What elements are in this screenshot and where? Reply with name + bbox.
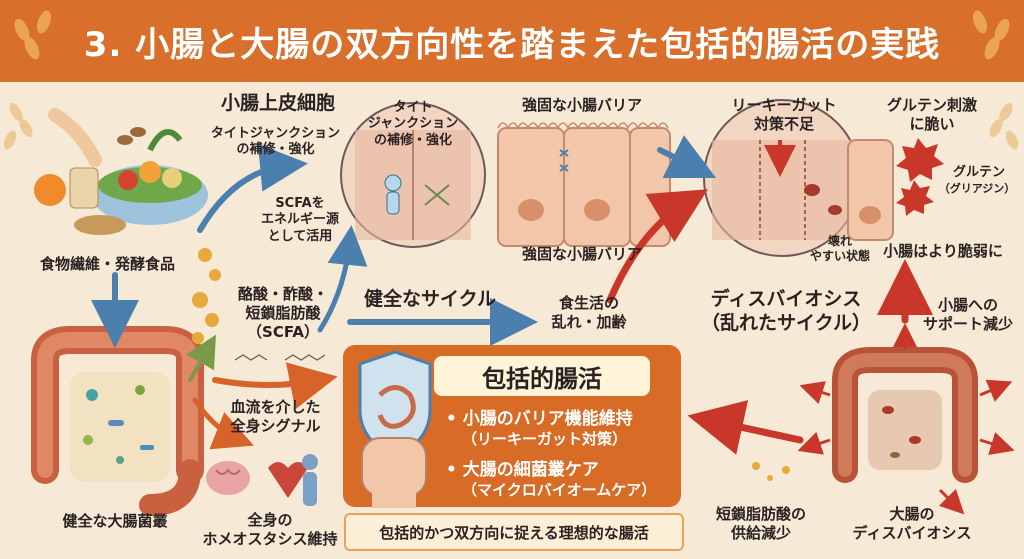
- tight-junction-zoom: [340, 102, 486, 248]
- strong-barrier-label-bottom: 強固な小腸バリア: [521, 245, 642, 263]
- bullet-barrier-function: • 小腸のバリア機能維持: [446, 409, 633, 429]
- blood-signal-label: 血流を介した 全身シグナル: [230, 398, 321, 435]
- fragile-cells: [847, 139, 894, 241]
- bullet-microbiome-care-sub: （マイクロバイオームケア）: [462, 481, 657, 499]
- gluten-label: グルテン: [952, 165, 1005, 180]
- epithelium-title: 小腸上皮細胞: [220, 92, 335, 114]
- organs-illustration: [206, 454, 318, 506]
- lifestyle-label: 食生活の 乱れ・加齢: [551, 294, 627, 331]
- dysbiosis-colon-icon: [832, 347, 978, 483]
- tj-repair-label: タイトジャンクション の補修・強化: [210, 126, 341, 158]
- healthy-colon-label: 健全な大腸菌叢: [62, 512, 168, 530]
- arrow-lifestyle-to-leaky: [606, 189, 709, 304]
- arrow-dysbiosis-to-box: [687, 400, 804, 455]
- support-reduce-label: 小腸への サポート減少: [922, 296, 1013, 333]
- homeostasis-label: 全身の ホメオスタシス維持: [202, 511, 338, 548]
- arrow-to-epithelium: [197, 143, 308, 233]
- dysbiosis-title: ディスバイオシス （乱れたサイクル）: [700, 288, 872, 334]
- wheat-decor-left: [3, 102, 33, 150]
- bullet-microbiome-care: • 大腸の細菌叢ケア: [446, 460, 599, 480]
- healthy-cycle-label: 健全なサイクル: [363, 288, 497, 310]
- gluten-icons: [896, 138, 944, 216]
- arrow-to-center-box: [212, 362, 338, 410]
- dysbiosis-burst-arrows: [797, 323, 1015, 515]
- scfa-reduce-label: 短鎖脂肪酸の 供給減少: [715, 505, 806, 542]
- chemical-structures: [234, 354, 326, 361]
- footer-caption: 包括的かつ双方向に捉える理想的な腸活: [344, 513, 684, 551]
- gliadin-label: （グリアジン）: [938, 182, 1016, 195]
- colon-dysbiosis-label: 大腸の ディスバイオシス: [852, 505, 972, 542]
- wheat-decor-right: [989, 102, 1019, 150]
- strong-barrier-label-top: 強固な小腸バリア: [521, 96, 642, 114]
- epithelial-cells-healthy: [497, 122, 671, 247]
- arrow-to-leaky-zoom: [657, 135, 717, 179]
- gluten-stimulus-label: グルテン刺激 に脆い: [886, 96, 977, 133]
- leaky-gut-label: リーキーガット 対策不足: [731, 96, 837, 133]
- food-illustration: [34, 108, 208, 235]
- leaky-gut-zoom: [703, 99, 861, 257]
- zoom-tj-label: タイト ジャンクション の補修・強化: [367, 100, 459, 148]
- scfa-label: 酪酸・酢酸・ 短鎖脂肪酸 （SCFA）: [237, 285, 328, 341]
- arrow-scfa-to-tj: [317, 225, 368, 333]
- arrow-colon-to-scfa: [186, 334, 216, 382]
- fragile-state-label: 壊れ やすい状態: [809, 234, 870, 263]
- wheat-decor-header: [14, 10, 1010, 60]
- header-bar: [0, 0, 1024, 82]
- arrow-to-blood: [192, 397, 254, 450]
- scfa-bubbles: [192, 248, 221, 344]
- bullet-barrier-function-sub: （リーキーガット対策）: [462, 430, 628, 448]
- fragile-small-intestine-label: 小腸はより脆弱に: [883, 242, 1003, 260]
- page-title: 3. 小腸と大腸の双方向性を踏まえた包括的腸活の実践: [83, 24, 941, 65]
- reduced-scfa-dots: [752, 462, 790, 481]
- scfa-energy-label: SCFAを エネルギー源 として活用: [260, 196, 339, 244]
- healthy-colon-icon: [31, 326, 204, 516]
- food-label: 食物繊維・発酵食品: [39, 255, 175, 273]
- center-box-title: 包括的腸活: [434, 356, 650, 396]
